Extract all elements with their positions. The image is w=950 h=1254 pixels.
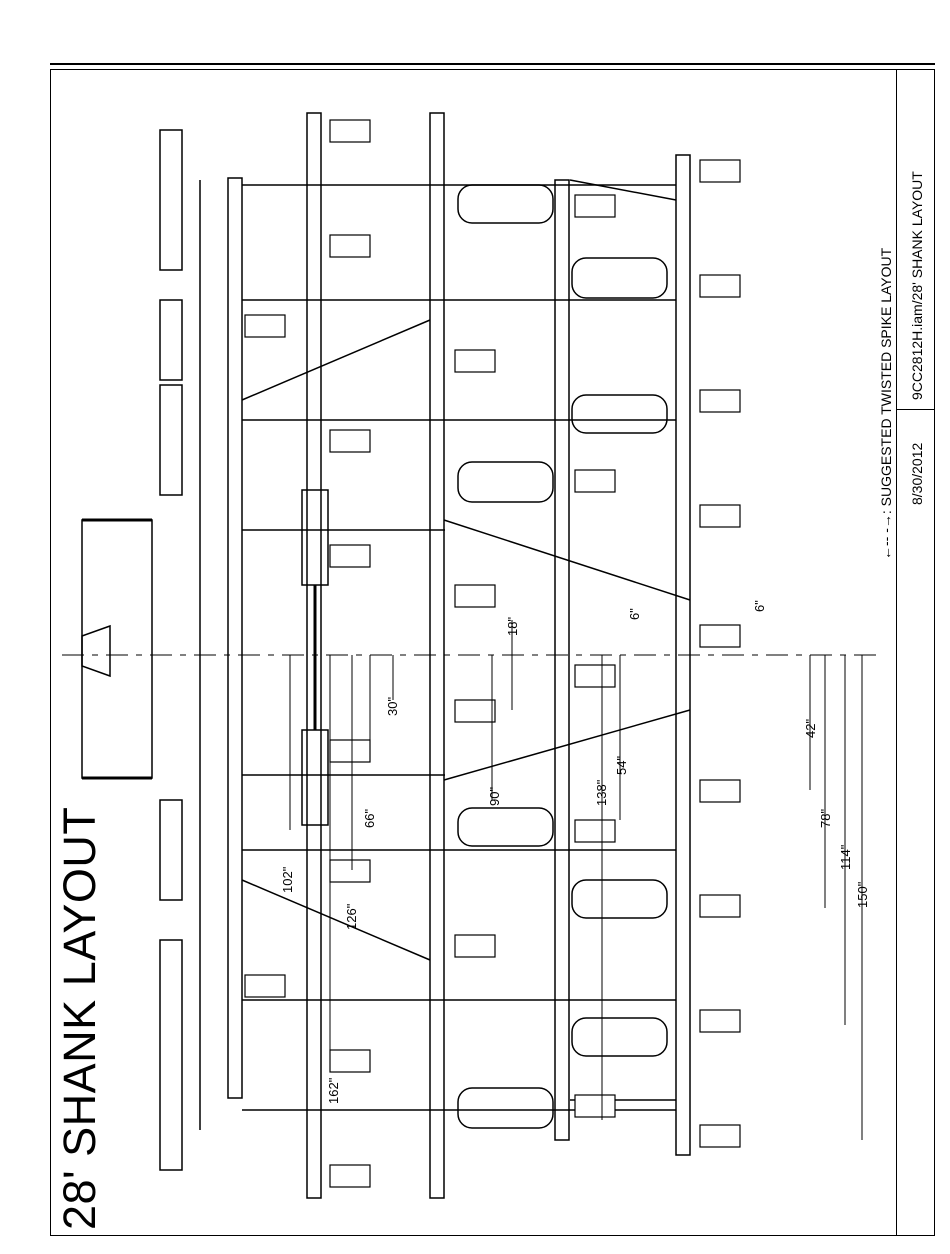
- tire: [458, 808, 553, 846]
- dim-162: 162": [326, 1078, 341, 1104]
- drawing-date: 8/30/2012: [909, 443, 925, 505]
- cylinder: [302, 490, 328, 585]
- dim-6-b: 6": [752, 600, 767, 612]
- hitch-frame: [82, 520, 152, 778]
- tire: [572, 1018, 667, 1056]
- gauge-frame-1: [160, 130, 182, 270]
- rear-frame-rail: [555, 180, 569, 1140]
- dim-66: 66": [362, 809, 377, 828]
- tire: [572, 880, 667, 918]
- page-title: 28' SHANK LAYOUT: [54, 807, 106, 1230]
- tire: [458, 185, 553, 223]
- dim-30: 30": [385, 697, 400, 716]
- dim-42: 42": [803, 719, 818, 738]
- tire: [572, 258, 667, 298]
- dim-78: 78": [818, 809, 833, 828]
- dimension-leaders: [290, 620, 862, 1140]
- hitch-tongue: [82, 626, 110, 676]
- front-toolbar: [228, 178, 242, 1098]
- dim-114: 114": [838, 845, 853, 870]
- dim-54: 54": [614, 756, 629, 775]
- tire: [458, 462, 553, 502]
- dim-18: 18": [505, 617, 520, 636]
- dim-138: 138": [594, 780, 609, 806]
- dim-102: 102": [280, 867, 295, 893]
- dim-90: 90": [487, 787, 502, 806]
- tire: [572, 395, 667, 433]
- legend-text: ←-- -→: SUGGESTED TWISTED SPIKE LAYOUT: [878, 248, 894, 560]
- dim-150: 150": [855, 882, 870, 908]
- tire: [458, 1088, 553, 1128]
- dim-6-a: 6": [627, 608, 642, 620]
- dim-126: 126": [344, 904, 359, 930]
- gauge-frame-2: [160, 940, 182, 1170]
- file-name: 9CC2812H.iam/28' SHANK LAYOUT: [909, 171, 925, 400]
- cylinder: [302, 730, 328, 825]
